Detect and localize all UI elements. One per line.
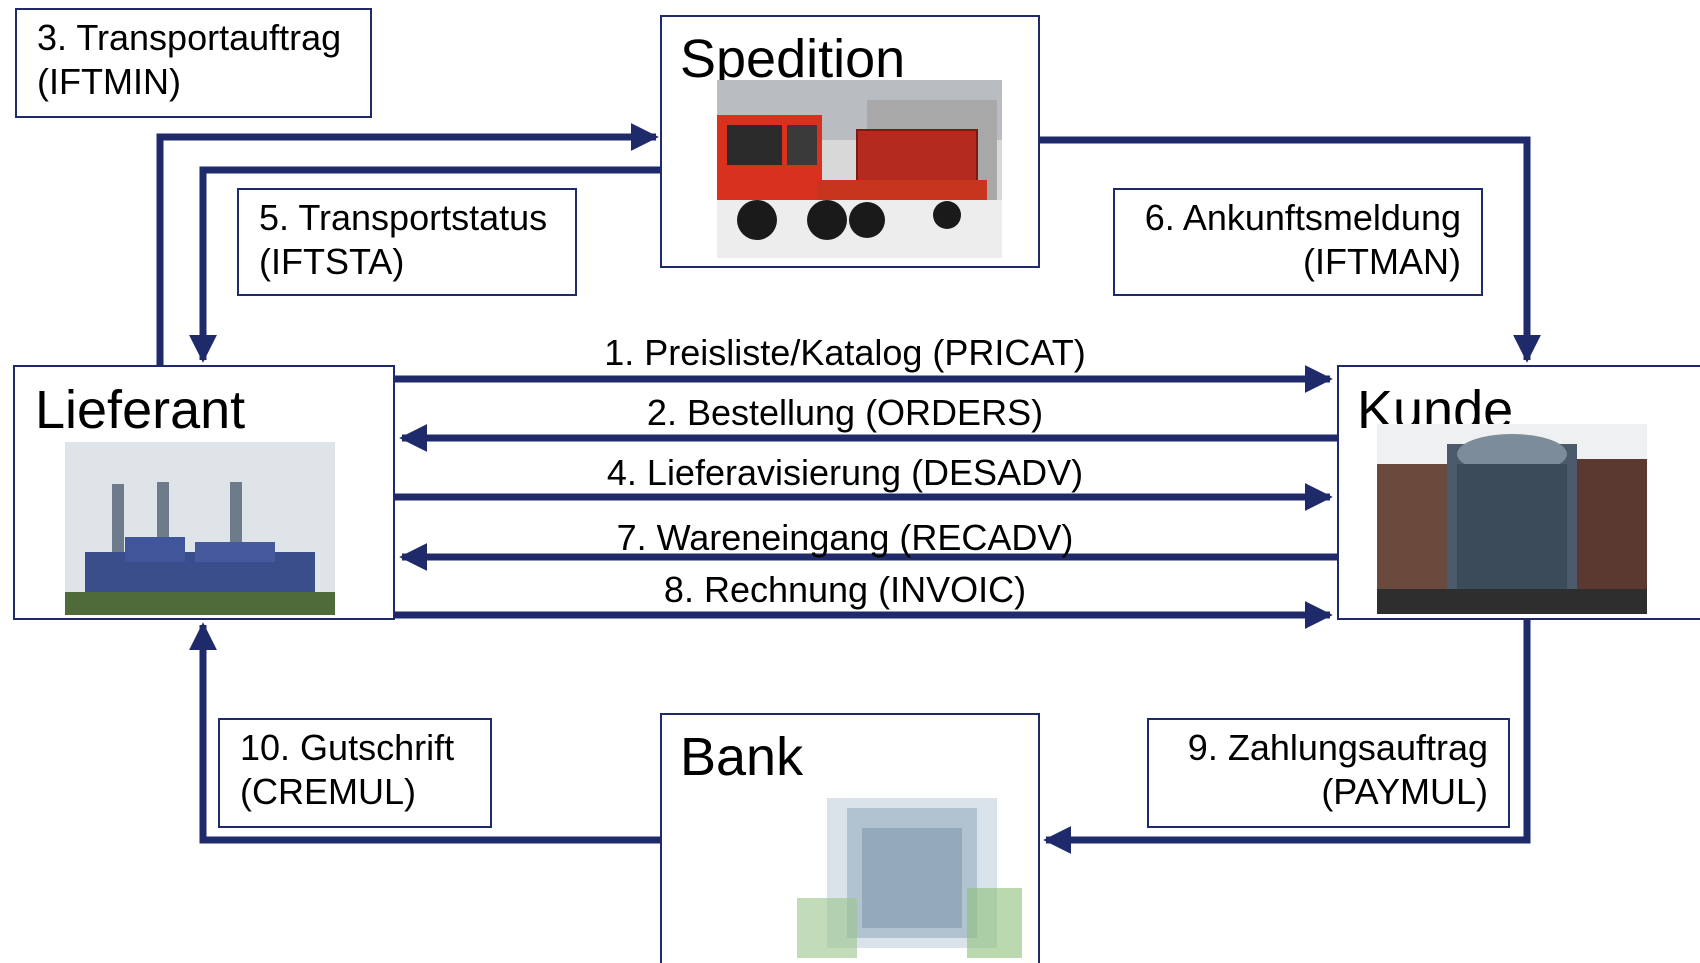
cremul-line2: (CREMUL): [240, 771, 416, 812]
arrow-iftman: [1038, 136, 1541, 363]
iftman-line1: 6. Ankunftsmeldung: [1144, 197, 1461, 238]
factory-image: [65, 442, 335, 615]
kunde-box: Kunde: [1337, 365, 1700, 620]
iftmin-line1: 3. Transportauftrag: [37, 17, 342, 58]
arrow-iftmin: [156, 123, 659, 365]
iftsta-line1: 5. Transportstatus: [259, 197, 548, 238]
iftsta-line2: (IFTSTA): [259, 241, 405, 282]
bank-box: Bank: [660, 713, 1040, 963]
lieferant-title: Lieferant: [35, 380, 246, 440]
arrow-paymul: [1043, 620, 1531, 854]
label-iftsta: 5. Transportstatus (IFTSTA): [237, 188, 577, 296]
spedition-title: Spedition: [680, 29, 906, 89]
label-cremul: 10. Gutschrift (CREMUL): [218, 718, 492, 828]
bank-title: Bank: [680, 727, 804, 787]
arrow-iftsta: [189, 166, 660, 363]
label-invoic: 8. Rechnung (INVOIC): [663, 569, 1027, 610]
lieferant-box: Lieferant: [13, 365, 395, 620]
bank-building-image: [787, 778, 1027, 963]
label-iftmin: 3. Transportauftrag (IFTMIN): [15, 8, 372, 118]
iftman-line2: (IFTMAN): [1303, 241, 1461, 282]
paymul-line2: (PAYMUL): [1321, 771, 1488, 812]
iftmin-line2: (IFTMIN): [37, 61, 181, 102]
truck-image: [717, 80, 1002, 258]
paymul-line1: 9. Zahlungsauftrag: [1187, 727, 1488, 768]
label-pricat: 1. Preisliste/Katalog (PRICAT): [604, 332, 1086, 373]
label-recadv: 7. Wareneingang (RECADV): [616, 517, 1074, 558]
label-iftman: 6. Ankunftsmeldung (IFTMAN): [1113, 188, 1483, 296]
spedition-box: Spedition: [660, 15, 1040, 268]
label-paymul: 9. Zahlungsauftrag (PAYMUL): [1147, 718, 1510, 828]
building-image: [1377, 424, 1647, 614]
label-desadv: 4. Lieferavisierung (DESADV): [606, 452, 1084, 493]
label-orders: 2. Bestellung (ORDERS): [646, 392, 1044, 433]
cremul-line1: 10. Gutschrift: [240, 727, 455, 768]
arrow-cremul: [189, 622, 660, 844]
